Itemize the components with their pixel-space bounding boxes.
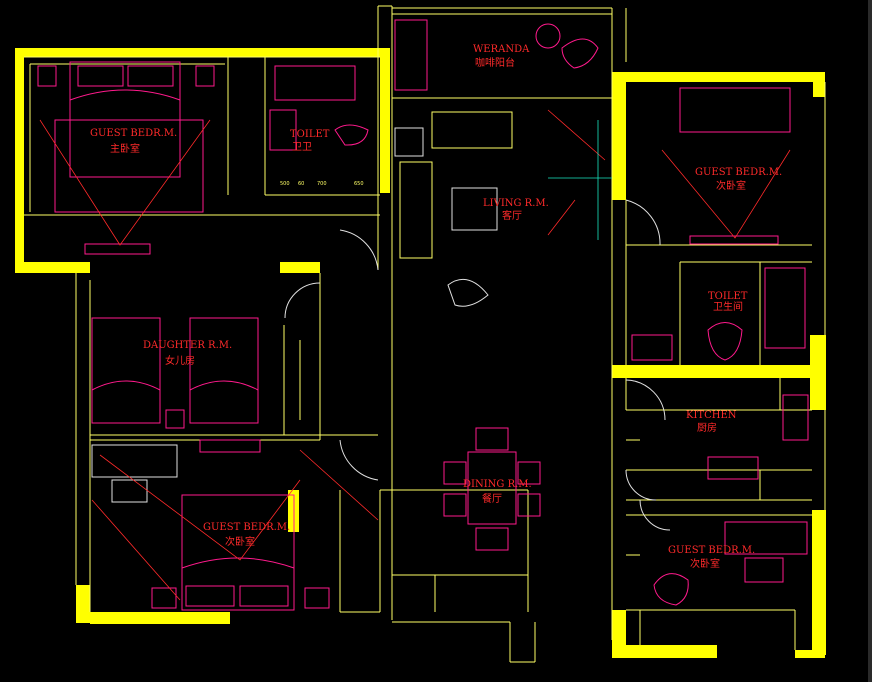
room-labels: WERANDA 咖啡阳台 GUEST BEDR.M. 主卧室 TOILET 卫卫… [90, 44, 782, 570]
master-label-en: GUEST BEDR.M. [90, 128, 177, 139]
kitchen-label-cn: 厨房 [697, 421, 717, 434]
guest-ne-label-en: GUEST BEDR.M. [695, 167, 782, 178]
living-label-cn: 客厅 [502, 209, 522, 222]
furniture [37, 19, 809, 611]
living-label-en: LIVING R.M. [483, 198, 549, 209]
veranda-label-cn: 咖啡阳台 [475, 56, 515, 69]
toilet-a-label-en: TOILET [290, 129, 330, 140]
dimension-1: 500 [280, 181, 290, 187]
ceiling-lines [39, 109, 791, 601]
guest-sw-label-cn: 次卧室 [225, 535, 255, 548]
guest-se-label-en: GUEST BEDR.M. [668, 545, 755, 556]
daughter-label-en: DAUGHTER R.M. [143, 340, 232, 351]
daughter-label-cn: 女儿房 [165, 354, 195, 367]
guest-se-label-cn: 次卧室 [690, 557, 720, 570]
dimension-2: 60 [298, 181, 304, 187]
dimension-4: 650 [354, 181, 364, 187]
door-swings [284, 199, 671, 531]
toilet-b-label-cn: 卫生间 [713, 300, 743, 313]
guest-ne-label-cn: 次卧室 [716, 179, 746, 192]
dimension-3: 700 [317, 181, 327, 187]
interior-lines [24, 5, 826, 663]
veranda-label-en: WERANDA [473, 44, 530, 55]
toilet-a-label-cn: 卫卫 [292, 142, 312, 153]
dining-label-en: DINING R.M. [463, 479, 532, 490]
dining-label-cn: 餐厅 [482, 492, 502, 505]
toilet-b-label-en: TOILET [708, 291, 748, 302]
master-label-cn: 主卧室 [110, 142, 140, 155]
guest-sw-label-en: GUEST BEDR.M. [203, 522, 290, 533]
kitchen-label-en: KITCHEN [686, 410, 737, 421]
dimension-labels: 500 60 700 650 [280, 181, 364, 187]
